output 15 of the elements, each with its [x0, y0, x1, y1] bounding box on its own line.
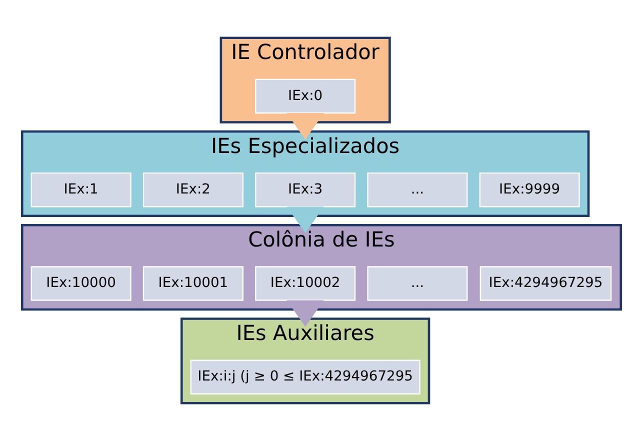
- arrow: [286, 206, 324, 234]
- node-box: IEx:1: [30, 172, 132, 208]
- node-box: IEx:9999: [479, 172, 580, 208]
- node-box: IEx:0: [255, 78, 356, 114]
- arrow: [286, 113, 324, 140]
- node-box: IEx:2: [142, 172, 244, 208]
- node-box: IEx:10000: [30, 266, 132, 301]
- node-box: IEx:10001: [142, 266, 244, 301]
- arrow: [286, 300, 324, 327]
- node-box: IEx:3: [255, 172, 356, 208]
- node-box: IEx:10002: [255, 266, 356, 301]
- node-box: IEx:i:j (j ≥ 0 ≤ IEx:4294967295: [190, 360, 420, 394]
- node-box: IEx:4294967295: [480, 266, 612, 301]
- node-box: ...: [367, 172, 468, 208]
- node-box: ...: [367, 266, 468, 301]
